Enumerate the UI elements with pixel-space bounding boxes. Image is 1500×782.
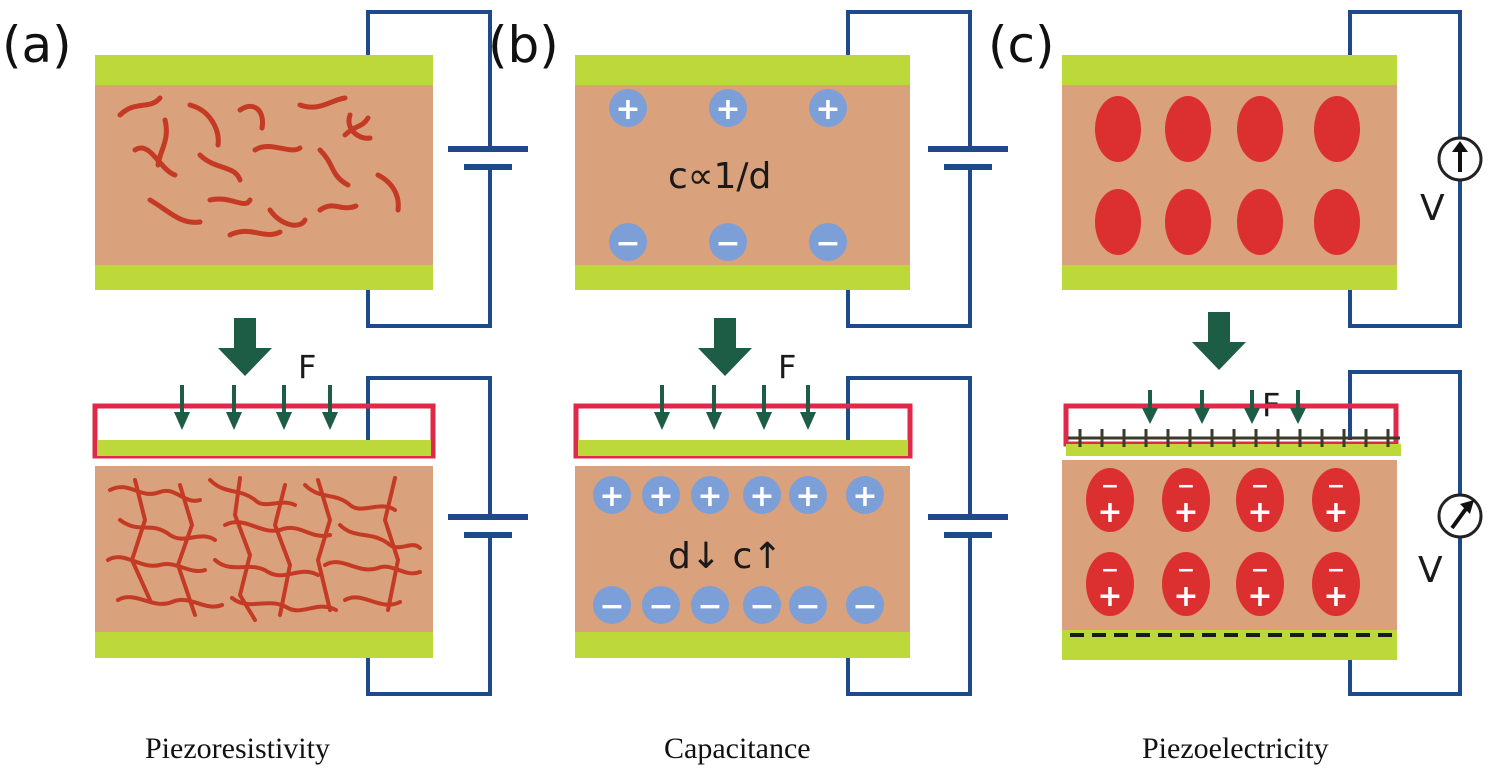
panel-b-top-battery-icon bbox=[928, 146, 1008, 170]
plus-sign: + bbox=[1323, 495, 1348, 530]
minus-sign: − bbox=[1177, 474, 1195, 499]
minus-sign: − bbox=[795, 589, 820, 624]
minus-sign: − bbox=[615, 226, 640, 261]
conductive-fibers-sparse bbox=[117, 95, 401, 238]
panel-a-title: Piezoresistivity bbox=[145, 732, 330, 765]
minus-sign: − bbox=[599, 589, 624, 624]
panel-b-force-label: F bbox=[778, 348, 796, 386]
panel-c-force-arrows bbox=[1142, 390, 1306, 424]
panel-b-bottom-battery-icon bbox=[928, 514, 1008, 538]
plus-sign: + bbox=[1097, 495, 1122, 530]
dipole-grains bbox=[1095, 96, 1360, 255]
panel-c-bottom-voltmeter-label: V bbox=[1418, 550, 1443, 591]
panel-b-press-arrow-icon bbox=[698, 318, 752, 376]
plus-sign: + bbox=[852, 479, 877, 514]
panel-b-bottom-circuit bbox=[846, 376, 972, 696]
minus-sign: − bbox=[1251, 474, 1269, 499]
panel-a-force-arrows bbox=[174, 385, 338, 430]
minus-sign: − bbox=[648, 589, 673, 624]
material-layer bbox=[95, 466, 433, 632]
panel-b-force-arrows bbox=[654, 385, 816, 430]
capacitance-relation: c∝1/d bbox=[668, 156, 771, 197]
minus-sign: − bbox=[1327, 558, 1345, 583]
minus-sign: − bbox=[1101, 558, 1119, 583]
plus-sign: + bbox=[749, 479, 774, 514]
top-electrode bbox=[1062, 55, 1397, 85]
plus-sign: + bbox=[615, 92, 640, 127]
minus-sign: − bbox=[1251, 558, 1269, 583]
bottom-electrode bbox=[95, 632, 433, 658]
panel-a-top-sensor bbox=[95, 55, 433, 290]
panel-c-top-voltmeter-label: V bbox=[1420, 188, 1445, 229]
minus-sign: − bbox=[715, 226, 740, 261]
panel-a-bottom-sensor bbox=[92, 403, 436, 658]
minus-sign: − bbox=[1177, 558, 1195, 583]
positive-charges: + + + bbox=[609, 89, 847, 127]
panel-a-top-circuit bbox=[366, 10, 492, 328]
plus-sign: + bbox=[1097, 579, 1122, 614]
panel-b: (b) + + + c∝1/d − − − F bbox=[488, 10, 1008, 765]
capacitance-change: d↓ c↑ bbox=[668, 536, 782, 577]
minus-sign: − bbox=[697, 589, 722, 624]
panel-b-bottom-sensor: + + + + + + d↓ c↑ − − − − − − bbox=[573, 403, 913, 658]
panel-a: (a) bbox=[2, 10, 528, 765]
panel-c: (c) V F bbox=[988, 10, 1483, 765]
minus-sign: − bbox=[749, 589, 774, 624]
panel-c-title: Piezoelectricity bbox=[1142, 732, 1329, 765]
plus-sign: + bbox=[1247, 495, 1272, 530]
positive-charges-dense: + + + + + + bbox=[593, 476, 884, 514]
panel-a-press-arrow-icon bbox=[218, 318, 272, 376]
negative-charges: − − − bbox=[609, 223, 847, 261]
panel-a-top-battery-icon bbox=[448, 146, 528, 170]
plus-sign: + bbox=[1173, 495, 1198, 530]
top-electrode bbox=[1066, 444, 1401, 456]
panel-c-top-voltmeter-icon bbox=[1437, 136, 1483, 182]
minus-sign: − bbox=[815, 226, 840, 261]
top-electrode bbox=[95, 55, 433, 85]
bottom-electrode bbox=[575, 632, 910, 658]
panel-b-title: Capacitance bbox=[664, 732, 811, 765]
plus-sign: + bbox=[648, 479, 673, 514]
panel-a-bottom-circuit bbox=[366, 376, 492, 696]
plus-sign: + bbox=[1173, 579, 1198, 614]
negative-charges-dense: − − − − − − bbox=[593, 586, 884, 624]
panel-b-top-sensor: + + + c∝1/d − − − bbox=[575, 55, 910, 290]
panel-c-press-arrow-icon bbox=[1192, 312, 1246, 370]
panel-c-top-sensor bbox=[1062, 55, 1397, 290]
panel-a-letter: (a) bbox=[2, 16, 72, 74]
panel-c-letter: (c) bbox=[988, 16, 1055, 74]
plus-sign: + bbox=[795, 479, 820, 514]
plus-sign: + bbox=[1323, 579, 1348, 614]
panel-c-bottom-sensor: − + − + − + − + − + − + − + bbox=[1062, 403, 1401, 660]
conductive-fibers-dense bbox=[106, 476, 422, 622]
plus-sign: + bbox=[1247, 579, 1272, 614]
plus-sign: + bbox=[715, 92, 740, 127]
top-electrode bbox=[578, 440, 908, 456]
plus-sign: + bbox=[599, 479, 624, 514]
minus-sign: − bbox=[852, 589, 877, 624]
polarized-dipoles: − + − + − + − + − + − + − + bbox=[1086, 468, 1360, 616]
minus-sign: − bbox=[1327, 474, 1345, 499]
top-electrode bbox=[97, 440, 431, 456]
panel-a-force-label: F bbox=[298, 348, 316, 386]
top-electrode bbox=[575, 55, 910, 85]
panel-c-top-circuit bbox=[1348, 10, 1462, 328]
panel-b-top-circuit bbox=[846, 10, 972, 328]
induced-positive-charges bbox=[1068, 429, 1400, 447]
plus-sign: + bbox=[815, 92, 840, 127]
plus-sign: + bbox=[697, 479, 722, 514]
bottom-electrode bbox=[575, 265, 910, 290]
bottom-electrode bbox=[95, 265, 433, 290]
panel-a-bottom-battery-icon bbox=[448, 514, 528, 538]
bottom-electrode bbox=[1062, 265, 1397, 290]
panel-b-letter: (b) bbox=[488, 16, 559, 74]
minus-sign: − bbox=[1101, 474, 1119, 499]
panel-c-bottom-voltmeter-icon bbox=[1437, 493, 1483, 539]
